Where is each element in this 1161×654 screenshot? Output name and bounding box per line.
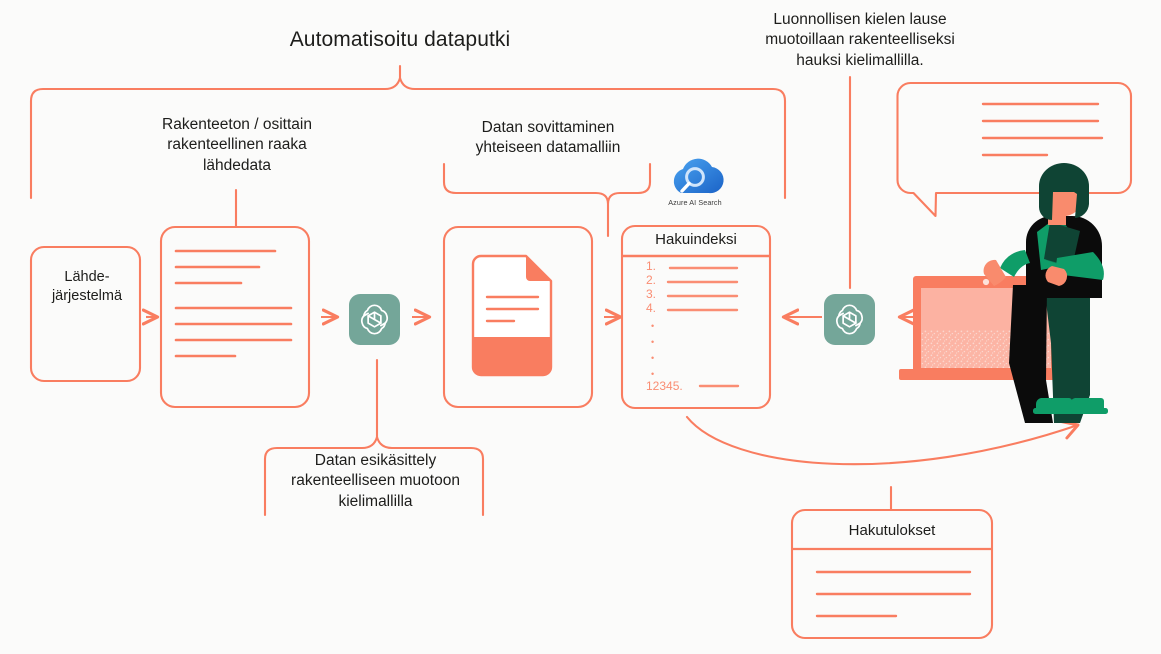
note-preprocessing: Datan esikäsittely rakenteelliseen muoto…	[291, 452, 460, 510]
source-system-label: Lähde- järjestelmä	[51, 269, 123, 305]
speech-bubble-lines	[981, 102, 1104, 157]
search-index-entries: 1.2.3.4.	[646, 259, 706, 315]
search-index-last-entry: 12345.	[646, 379, 683, 393]
search-index-box[interactable]	[620, 224, 772, 410]
search-index-title: Hakuindeksi	[655, 231, 737, 248]
azure-ai-search-icon[interactable]	[673, 158, 724, 194]
person-illustration	[983, 163, 1108, 423]
raw-data-document-box[interactable]	[159, 225, 311, 409]
index-dot: •	[651, 321, 655, 331]
speech-bubble	[896, 81, 1133, 218]
azure-ai-search-label: Azure AI Search	[668, 198, 722, 207]
results-lines	[815, 570, 972, 618]
pipeline-brace	[29, 64, 787, 200]
index-dot: •	[651, 369, 655, 379]
search-index-ellipsis: • • • •	[651, 318, 671, 382]
search-results-title: Hakutulokset	[848, 522, 936, 539]
index-item: 1.	[646, 259, 657, 273]
page-title: Automatisoitu dataputki	[289, 28, 511, 51]
index-dot: •	[651, 337, 655, 347]
arrow-index-to-person	[685, 415, 1080, 466]
openai-logo-query[interactable]	[824, 294, 875, 345]
index-item: 2.	[646, 273, 657, 287]
index-entry-lines	[666, 266, 740, 388]
document-file-icon	[471, 254, 553, 377]
search-results-box[interactable]	[790, 508, 994, 640]
note-data-mapping: Datan sovittaminen yhteiseen datamalliin	[475, 119, 621, 157]
source-system-box[interactable]	[29, 245, 142, 383]
mapped-data-document-box[interactable]	[442, 225, 594, 409]
data-mapping-brace	[442, 162, 652, 238]
note-raw-data: Rakenteeton / osittain rakenteellinen ra…	[162, 116, 312, 174]
preprocessing-brace	[263, 358, 485, 517]
index-dot: •	[651, 353, 655, 363]
index-item: 4.	[646, 301, 657, 315]
note-natural-language: Luonnollisen kielen lause muotoillaan ra…	[765, 11, 955, 69]
raw-doc-lines	[174, 249, 293, 358]
openai-logo-preprocess[interactable]	[349, 294, 400, 345]
index-item: 3.	[646, 287, 657, 301]
